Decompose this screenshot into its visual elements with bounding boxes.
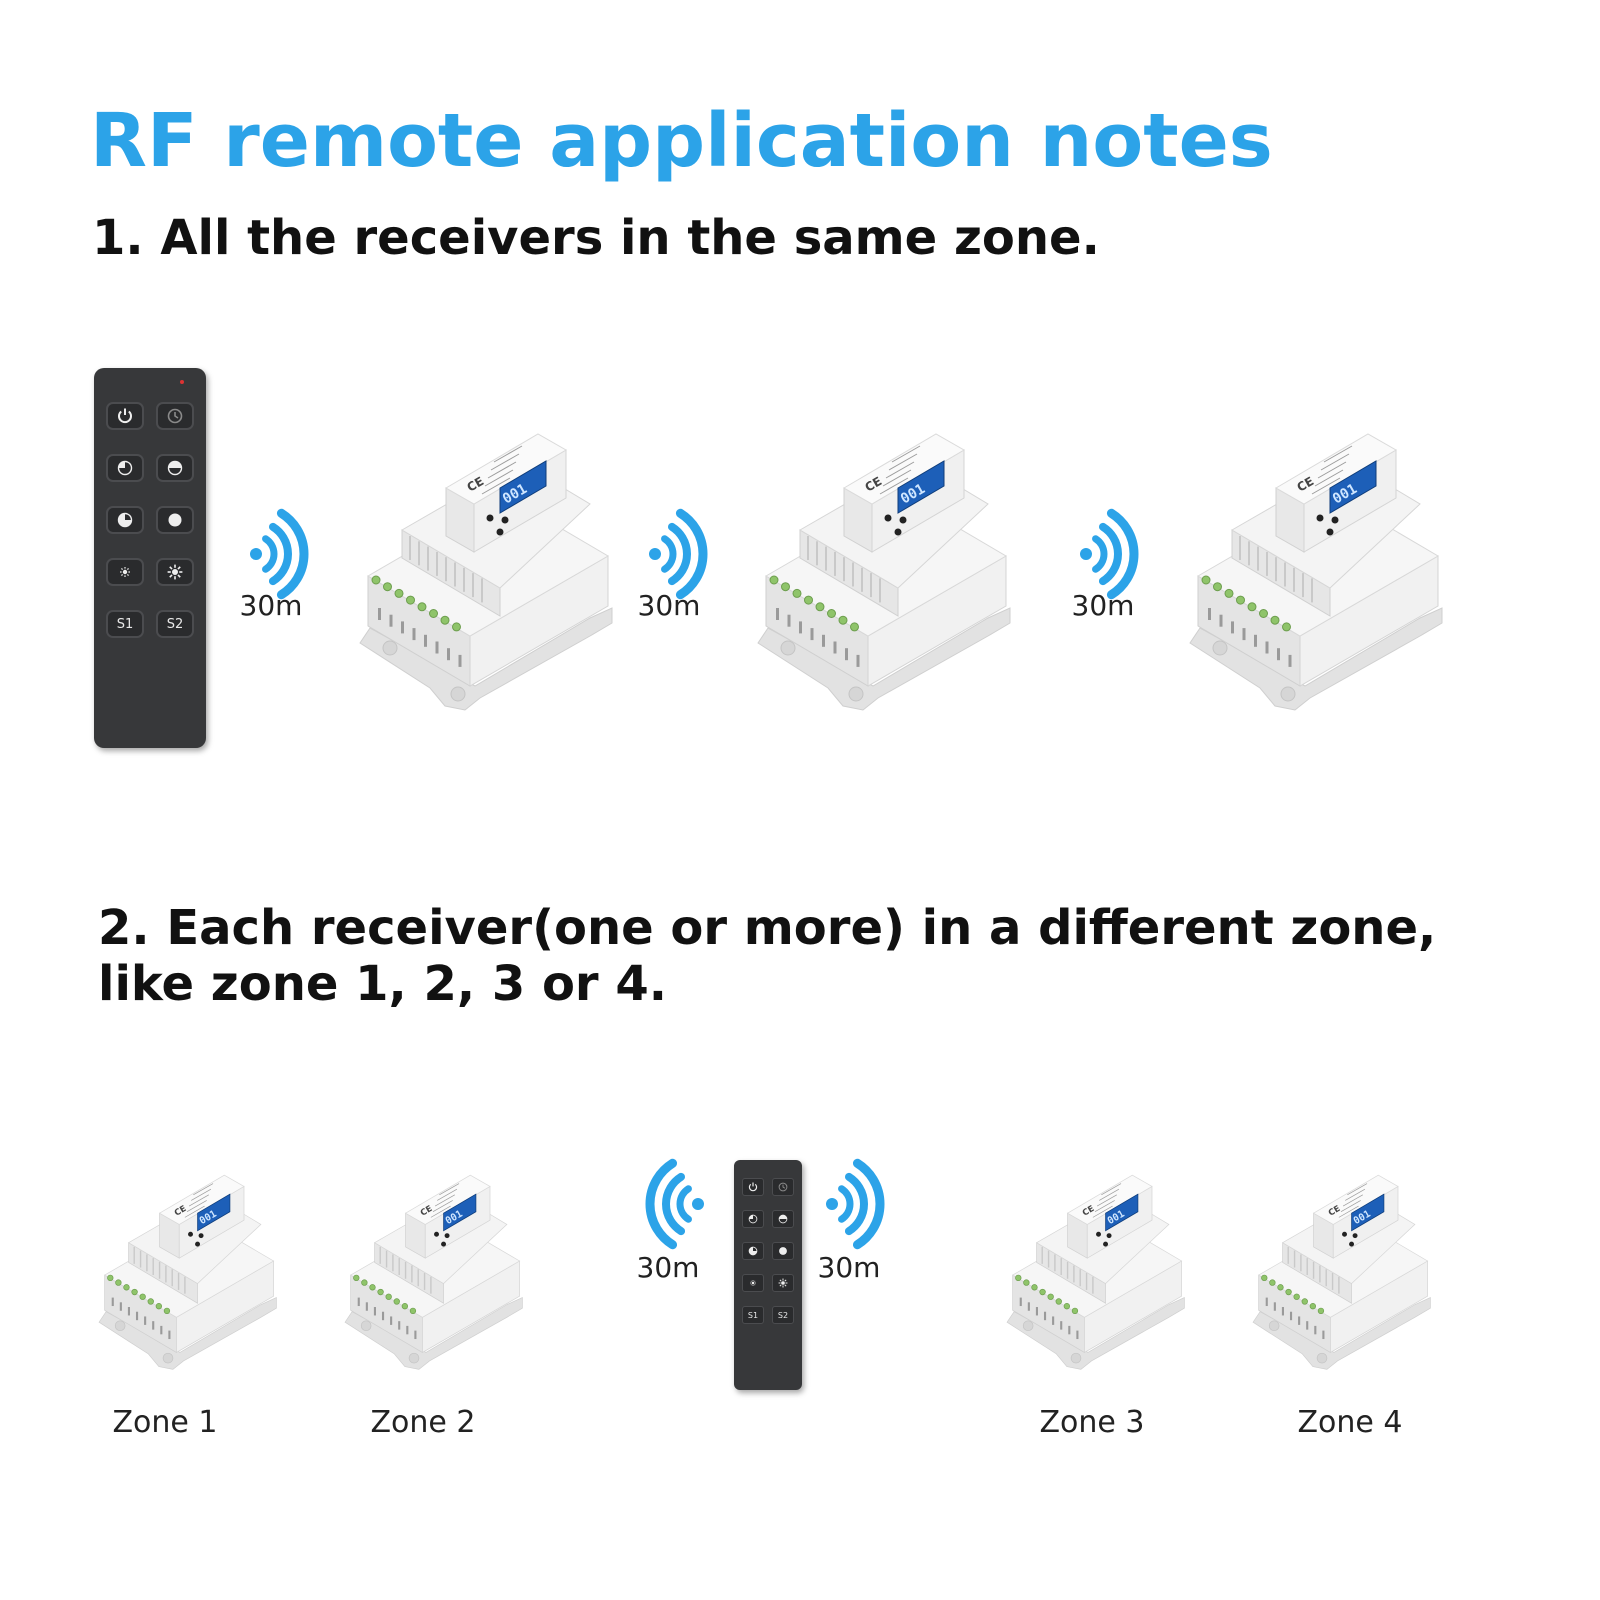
remote-button-s2[interactable]: S2	[772, 1306, 794, 1324]
remote-button-b100[interactable]	[772, 1242, 794, 1260]
three-quarter-circle-icon	[747, 1245, 759, 1257]
zone-label-3: Zone 3	[1039, 1405, 1145, 1440]
zone-label-2: Zone 2	[370, 1405, 476, 1440]
remote-button-b75[interactable]	[106, 506, 144, 534]
power-icon	[747, 1181, 759, 1193]
half-circle-icon	[165, 458, 185, 478]
range-label: 30m	[1071, 589, 1135, 622]
timer-icon	[777, 1181, 789, 1193]
remote-button-b50[interactable]	[772, 1210, 794, 1228]
remote-button-label: S2	[166, 616, 184, 632]
remote-button-b100[interactable]	[156, 506, 194, 534]
remote-button-s1[interactable]: S1	[106, 610, 144, 638]
rf-signal-icon	[1080, 508, 1139, 600]
remote-button-bright[interactable]	[772, 1274, 794, 1292]
remote-button-s1[interactable]: S1	[742, 1306, 764, 1324]
rf-remote-large: S1 S2	[94, 368, 206, 748]
large-sun-icon	[777, 1277, 789, 1289]
full-circle-icon	[165, 510, 185, 530]
range-label: 30m	[637, 589, 701, 622]
remote-button-b25[interactable]	[106, 454, 144, 482]
rf-remote-small: S1 S2	[734, 1160, 802, 1390]
power-icon	[115, 406, 135, 426]
three-quarter-circle-icon	[115, 510, 135, 530]
range-label: 30m	[239, 589, 303, 622]
remote-button-b25[interactable]	[742, 1210, 764, 1228]
full-circle-icon	[777, 1245, 789, 1257]
remote-button-timer[interactable]	[156, 402, 194, 430]
page-title: RF remote application notes	[90, 98, 1273, 184]
note-different-zones: 2. Each receiver(one or more) in a diffe…	[98, 900, 1437, 1012]
remote-button-b75[interactable]	[742, 1242, 764, 1260]
small-sun-icon	[115, 562, 135, 582]
remote-button-b50[interactable]	[156, 454, 194, 482]
quarter-circle-icon	[747, 1213, 759, 1225]
rf-signal-icon	[645, 1158, 704, 1250]
remote-button-bright[interactable]	[156, 558, 194, 586]
remote-button-s2[interactable]: S2	[156, 610, 194, 638]
note-same-zone: 1. All the receivers in the same zone.	[92, 210, 1100, 266]
remote-button-timer[interactable]	[772, 1178, 794, 1196]
rf-signal-icon	[250, 508, 309, 600]
range-label: 30m	[817, 1251, 881, 1284]
remote-led-indicator	[180, 380, 184, 384]
remote-button-label: S2	[777, 1310, 789, 1320]
rf-signal-icon	[649, 508, 708, 600]
zone-label-4: Zone 4	[1297, 1405, 1403, 1440]
zone-label-1: Zone 1	[112, 1405, 218, 1440]
remote-button-dim[interactable]	[106, 558, 144, 586]
remote-button-power[interactable]	[742, 1178, 764, 1196]
remote-button-power[interactable]	[106, 402, 144, 430]
remote-button-dim[interactable]	[742, 1274, 764, 1292]
large-sun-icon	[165, 562, 185, 582]
range-label: 30m	[636, 1251, 700, 1284]
remote-button-label: S1	[116, 616, 134, 632]
half-circle-icon	[777, 1213, 789, 1225]
quarter-circle-icon	[115, 458, 135, 478]
timer-icon	[165, 406, 185, 426]
remote-button-label: S1	[747, 1310, 759, 1320]
small-sun-icon	[747, 1277, 759, 1289]
rf-signal-icon	[826, 1158, 885, 1250]
